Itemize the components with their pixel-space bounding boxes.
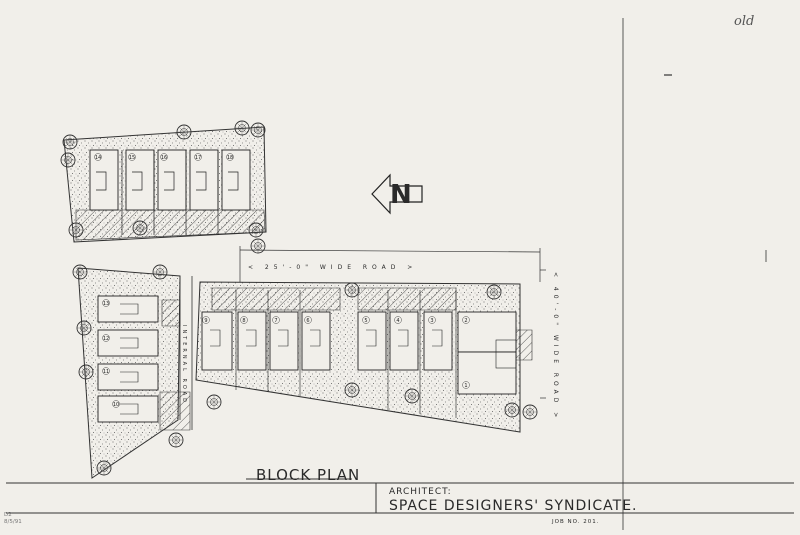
internal-road-label: INTERNAL ROAD: [181, 325, 187, 406]
north-label: N: [390, 180, 412, 210]
sheet-border: [6, 18, 794, 530]
drawing-title: BLOCK PLAN: [256, 466, 361, 484]
plot-number: 6: [306, 318, 309, 324]
plot-number: 13: [103, 301, 109, 307]
right-road-label: < 40'-0" WIDE ROAD >: [552, 272, 559, 422]
plot-number: 12: [103, 336, 109, 342]
north-arrow: [371, 173, 423, 215]
road-dimensions: [239, 246, 546, 399]
plot-numbers: 14 15 16 17 18 13 12 11 10 9 8 7 6 5 4 3…: [94, 153, 470, 408]
corner-handwritten-note: old: [734, 14, 755, 29]
plot-number: 7: [274, 318, 277, 324]
main-block: [195, 281, 533, 433]
plot-number: 14: [95, 155, 101, 161]
architect-name: SPACE DESIGNERS' SYNDICATE.: [389, 498, 638, 514]
plot-number: 4: [396, 318, 399, 324]
plot-number: 1: [464, 383, 467, 389]
plot-number: 10: [113, 402, 119, 408]
plot-number: 16: [161, 155, 167, 161]
plot-number: 9: [204, 318, 207, 324]
plot-number: 11: [103, 369, 109, 375]
left-block: [77, 267, 193, 479]
job-number: JOB NO. 201.: [552, 519, 600, 525]
plot-number: 5: [364, 318, 367, 324]
plot-number: 2: [464, 318, 467, 324]
plot-number: 18: [227, 155, 233, 161]
upper-block: [63, 126, 267, 243]
top-road-label: < 25'-0" WIDE ROAD >: [248, 264, 418, 271]
stamp-note: D2 8/5/91: [4, 512, 22, 525]
plot-number: 15: [129, 155, 135, 161]
plot-number: 3: [430, 318, 433, 324]
plot-number: 8: [242, 318, 245, 324]
plot-number: 17: [195, 155, 201, 161]
architect-label: ARCHITECT:: [389, 487, 452, 497]
